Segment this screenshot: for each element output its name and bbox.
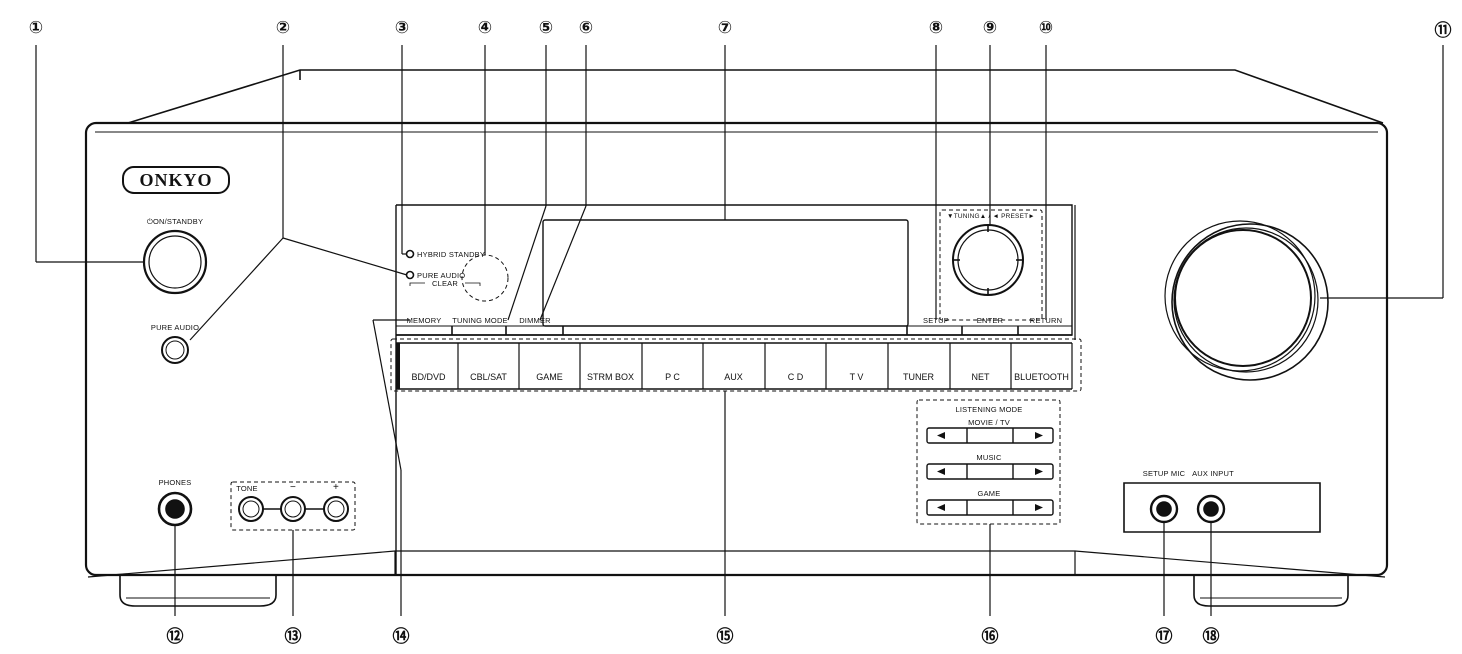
callout-18: ⑱ [1193, 616, 1229, 652]
input-selector-net[interactable]: NET [971, 372, 990, 382]
callout-14-text: ⑭ [392, 626, 410, 647]
callout-5-text: ⑤ [538, 18, 554, 38]
callout-2: ② [265, 10, 301, 46]
input-selector-bluetooth[interactable]: BLUETOOTH [1014, 372, 1069, 382]
tuning-mode-label: TUNING MODE [452, 316, 508, 325]
setup-mic-label: SETUP MIC [1142, 469, 1186, 478]
enter-label: ENTER [976, 316, 1004, 325]
music-label: MUSIC [976, 453, 1002, 462]
callout-13: ⑬ [275, 616, 311, 652]
callout-7-text: ⑦ [717, 18, 733, 38]
right-foot [1193, 575, 1349, 607]
hybrid-standby-label: HYBRID STANDBY [417, 250, 486, 259]
callout-15-text: ⑮ [716, 626, 734, 647]
callout-4-text: ④ [477, 18, 493, 38]
callout-2-text: ② [275, 18, 291, 38]
input-selector-cd[interactable]: C D [787, 372, 804, 382]
callout-12: ⑫ [157, 616, 193, 652]
pure-audio-led-label: PURE AUDIO [417, 271, 466, 280]
callout-4: ④ [467, 10, 503, 46]
tone-label: TONE [236, 484, 258, 493]
brand-text: ONKYO [139, 169, 213, 190]
tuning-dial-outer [952, 224, 1024, 296]
callout-7: ⑦ [707, 10, 743, 46]
callout-1: ① [18, 10, 54, 46]
remote-sensor-outline [461, 254, 509, 302]
callout-10-text: ⑩ [1038, 18, 1054, 38]
input-selector-aux[interactable]: AUX [724, 372, 743, 382]
pure-audio-button-label: PURE AUDIO [150, 323, 200, 332]
tone-minus-label: − [289, 482, 297, 493]
callout-16-text: ⑯ [981, 626, 999, 647]
callout-1-text: ① [28, 18, 44, 38]
tone-plus-label: + [332, 482, 340, 493]
pure-audio-button-shape [161, 336, 189, 364]
aux-input-label: AUX INPUT [1192, 469, 1234, 478]
callout-17: ⑰ [1146, 616, 1182, 652]
lower-panel-edge [87, 550, 1386, 578]
onkyo-logo: ONKYO [122, 166, 230, 194]
listening-mode-label: LISTENING MODE [955, 405, 1023, 414]
top-lid [127, 69, 1384, 124]
callout-13-text: ⑬ [284, 626, 302, 647]
input-selector-bd-dvd[interactable]: BD/DVD [411, 372, 446, 382]
input-selector-pc[interactable]: P C [665, 372, 680, 382]
tuning-dial-inner [957, 229, 1019, 291]
chassis-outline [84, 121, 1389, 577]
callout-8-text: ⑧ [928, 18, 944, 38]
callout-10: ⑩ [1028, 10, 1064, 46]
input-selector-strm-box[interactable]: STRM BOX [586, 372, 634, 382]
setup-label: SETUP [922, 316, 950, 325]
clear-label: CLEAR [431, 279, 459, 288]
phones-label: PHONES [158, 478, 192, 487]
callout-9: ⑨ [972, 10, 1008, 46]
callout-5: ⑤ [528, 10, 564, 46]
input-selector-cbl-sat[interactable]: CBL/SAT [470, 372, 507, 382]
input-selector-group-outline [390, 338, 1082, 392]
display-window [542, 219, 909, 327]
callout-17-text: ⑰ [1155, 626, 1173, 647]
callout-14: ⑭ [383, 616, 419, 652]
input-selector-tuner[interactable]: TUNER [903, 372, 934, 382]
memory-label: MEMORY [406, 316, 442, 325]
on-standby-text: ON/STANDBY [152, 217, 204, 226]
front-jack-panel [1123, 482, 1321, 533]
callout-6-text: ⑥ [578, 18, 594, 38]
tuning-group-outline [939, 209, 1043, 321]
tone-group-outline [230, 481, 356, 531]
left-foot [119, 575, 277, 607]
dimmer-label: DIMMER [519, 316, 551, 325]
movie-tv-label: MOVIE / TV [968, 418, 1010, 427]
on-standby-knob [142, 229, 208, 295]
callout-11: ⑪ [1425, 10, 1461, 46]
input-selector-tv[interactable]: T V [849, 372, 864, 382]
listening-mode-buttons [926, 427, 1054, 516]
leader-lines [35, 45, 1444, 616]
callout-16: ⑯ [972, 616, 1008, 652]
callout-11-text: ⑪ [1434, 20, 1452, 41]
callout-18-text: ⑱ [1202, 626, 1220, 647]
callout-3: ③ [384, 10, 420, 46]
callout-15: ⑮ [707, 616, 743, 652]
input-selector-game[interactable]: GAME [536, 372, 563, 382]
tuning-preset-label: ▼TUNING▲ / ◄ PRESET► [947, 213, 1035, 220]
callout-9-text: ⑨ [982, 18, 998, 38]
callout-8: ⑧ [918, 10, 954, 46]
game-mode-label: GAME [977, 489, 1001, 498]
on-standby-label: ⏻ON/STANDBY [146, 217, 204, 226]
input-selector-dividers [396, 343, 1073, 389]
return-label: RETURN [1029, 316, 1063, 325]
callout-3-text: ③ [394, 18, 410, 38]
volume-knob-outer [1174, 229, 1312, 367]
callout-6: ⑥ [568, 10, 604, 46]
callout-12-text: ⑫ [166, 626, 184, 647]
